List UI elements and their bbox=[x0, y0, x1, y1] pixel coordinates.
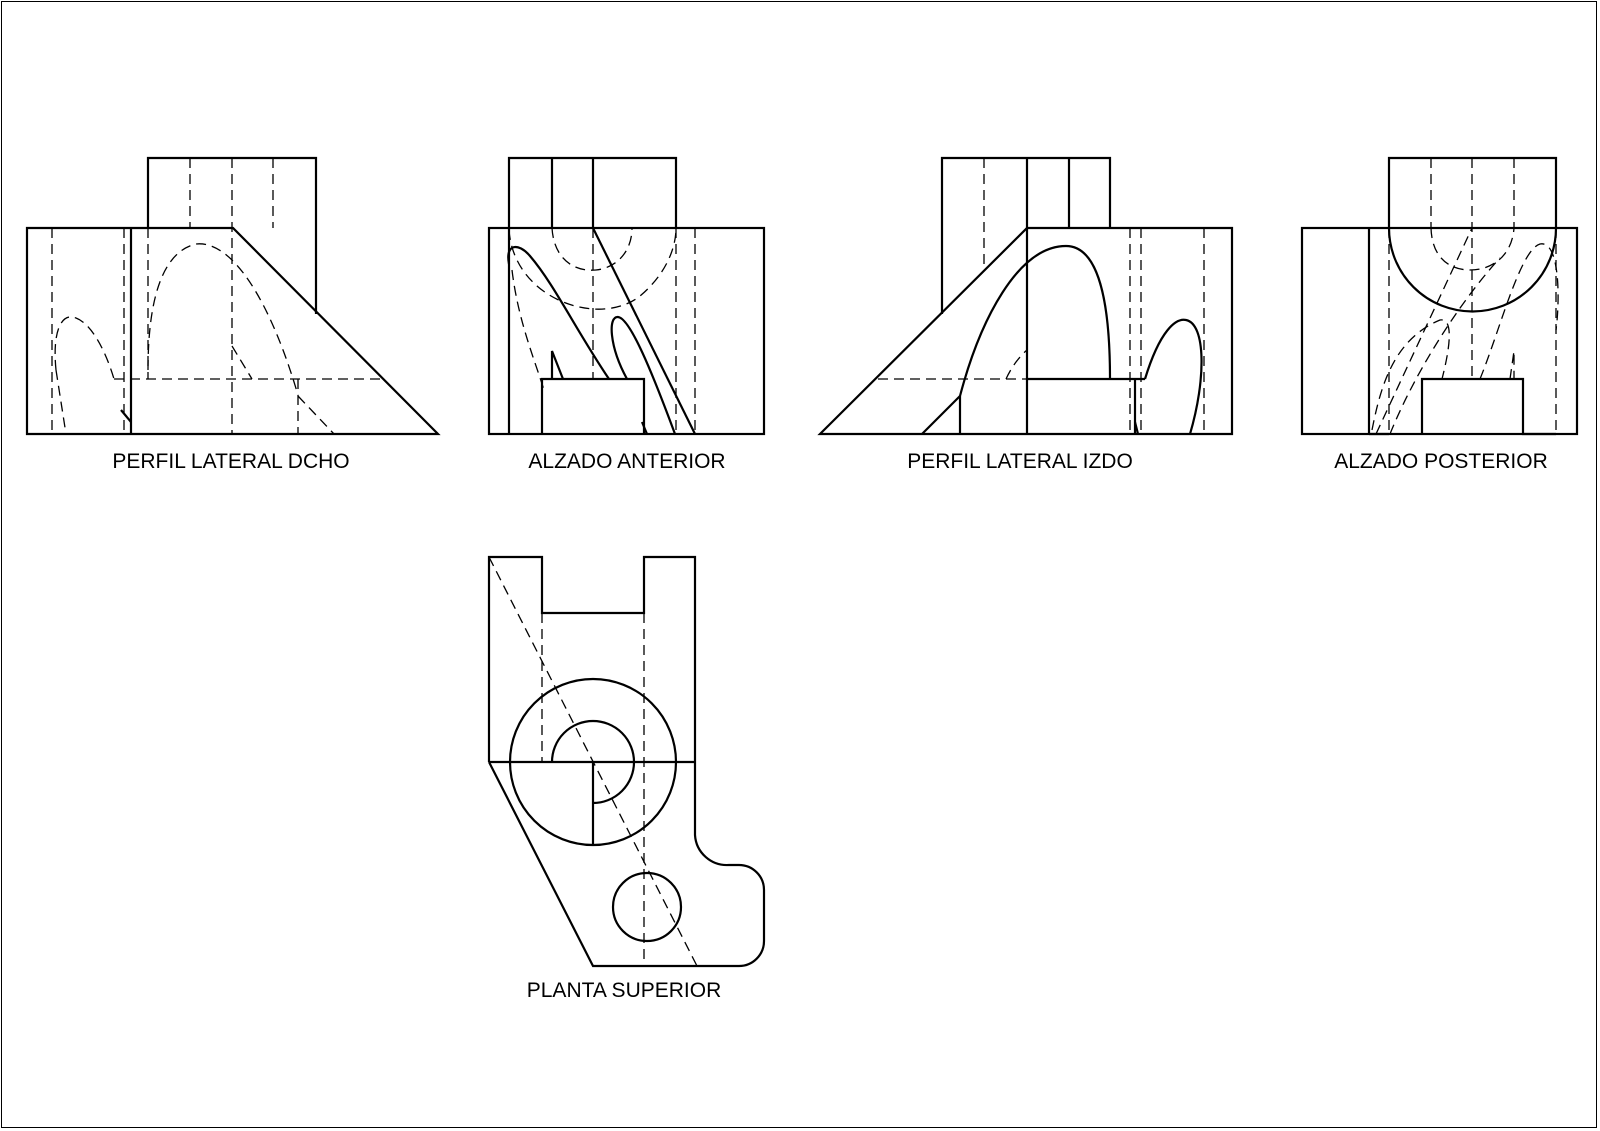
top-plan-label: PLANTA SUPERIOR bbox=[527, 979, 722, 1002]
left-profile-view bbox=[817, 156, 1234, 436]
front-elevation-label: ALZADO ANTERIOR bbox=[528, 450, 725, 473]
right-profile-label: PERFIL LATERAL DCHO bbox=[112, 450, 349, 473]
rear-elevation-view bbox=[1300, 156, 1579, 436]
right-profile-view bbox=[25, 156, 441, 436]
top-plan-view bbox=[487, 555, 766, 968]
rear-elevation-label: ALZADO POSTERIOR bbox=[1334, 450, 1548, 473]
left-profile-label: PERFIL LATERAL IZDO bbox=[907, 450, 1133, 473]
front-elevation-view bbox=[487, 156, 766, 436]
